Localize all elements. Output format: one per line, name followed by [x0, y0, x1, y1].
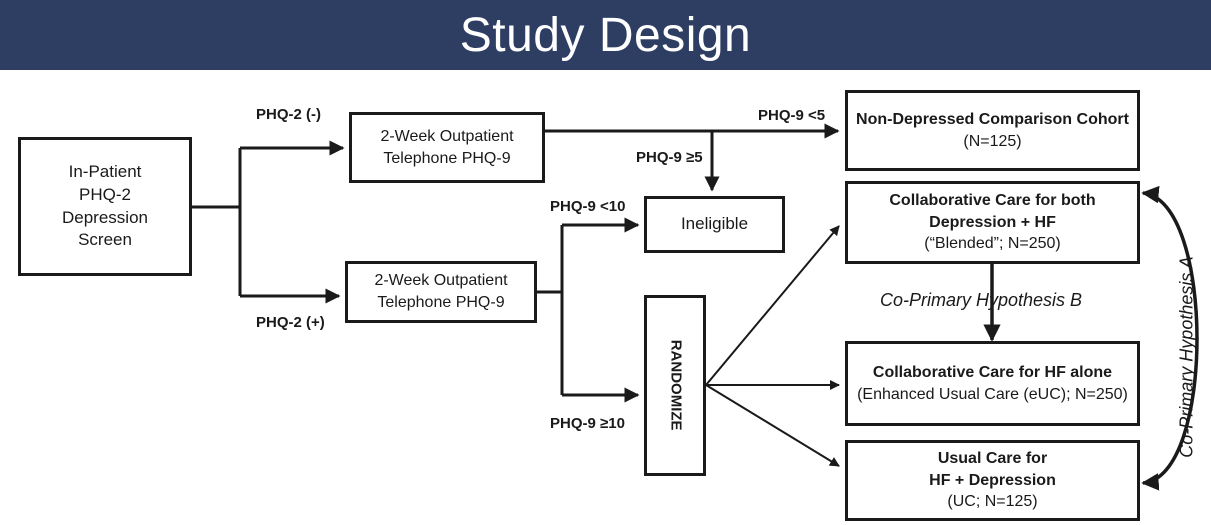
hf-alone-count: (Enhanced Usual Care (eUC); N=250): [857, 385, 1128, 403]
non-depressed-title: Non-Depressed Comparison Cohort: [856, 110, 1129, 128]
label-phq9-lt5: PHQ-9 <5: [758, 107, 826, 124]
label-phq9-lt10: PHQ-9 <10: [550, 198, 626, 215]
label-phq2-negative: PHQ-2 (-): [256, 106, 321, 123]
blended-line-2: Depression + HF: [929, 213, 1056, 231]
outpatient-bottom-box: 2-Week Outpatient Telephone PHQ-9: [345, 261, 537, 323]
hypothesis-a-curved-arrow: [1141, 185, 1199, 491]
outpatient-top-box: 2-Week Outpatient Telephone PHQ-9: [349, 112, 545, 183]
outpatient-top-line-1: 2-Week Outpatient: [380, 127, 514, 145]
hf-alone-title: Collaborative Care for HF alone: [872, 363, 1113, 381]
outpatient-bottom-line-2: Telephone PHQ-9: [377, 294, 505, 311]
ineligible-label: Ineligible: [680, 214, 749, 234]
label-phq2-positive: PHQ-2 (+): [256, 314, 325, 331]
blended-count: (“Blended”; N=250): [924, 235, 1061, 253]
randomize-label: RANDOMIZE: [667, 340, 685, 431]
usual-care-count: (UC; N=125): [947, 493, 1038, 511]
randomize-box: RANDOMIZE: [644, 295, 706, 476]
hf-alone-box: Collaborative Care for HF alone (Enhance…: [845, 341, 1140, 426]
label-phq9-ge10: PHQ-9 ≥10: [550, 415, 625, 432]
usual-care-box: Usual Care for HF + Depression (UC; N=12…: [845, 440, 1140, 521]
blended-box: Collaborative Care for both Depression +…: [845, 181, 1140, 264]
ineligible-box: Ineligible: [644, 196, 785, 253]
screen-line-4: Screen: [78, 230, 132, 250]
label-phq9-ge5: PHQ-9 ≥5: [636, 149, 703, 166]
screen-line-3: Depression: [62, 207, 148, 227]
non-depressed-count: (N=125): [963, 132, 1022, 150]
screen-line-2: PHQ-2: [79, 184, 131, 204]
usual-care-line-2: HF + Depression: [929, 471, 1056, 489]
arrow-randomize-to-usual-care: [705, 384, 840, 467]
outpatient-bottom-line-1: 2-Week Outpatient: [374, 272, 508, 290]
outpatient-top-line-2: Telephone PHQ-9: [383, 149, 511, 167]
screen-box: In-Patient PHQ-2 Depression Screen: [18, 137, 192, 276]
header-bar: Study Design: [0, 0, 1211, 70]
page-title: Study Design: [459, 8, 752, 62]
hypothesis-a-label: Co-Primary Hypothesis A: [1176, 256, 1197, 458]
arrow-randomize-to-blended: [705, 225, 840, 386]
hypothesis-b-label: Co-Primary Hypothesis B: [880, 290, 1083, 310]
usual-care-line-1: Usual Care for: [937, 450, 1048, 468]
blended-line-1: Collaborative Care for both: [889, 192, 1096, 210]
screen-line-1: In-Patient: [68, 161, 142, 181]
non-depressed-box: Non-Depressed Comparison Cohort (N=125): [845, 90, 1140, 171]
